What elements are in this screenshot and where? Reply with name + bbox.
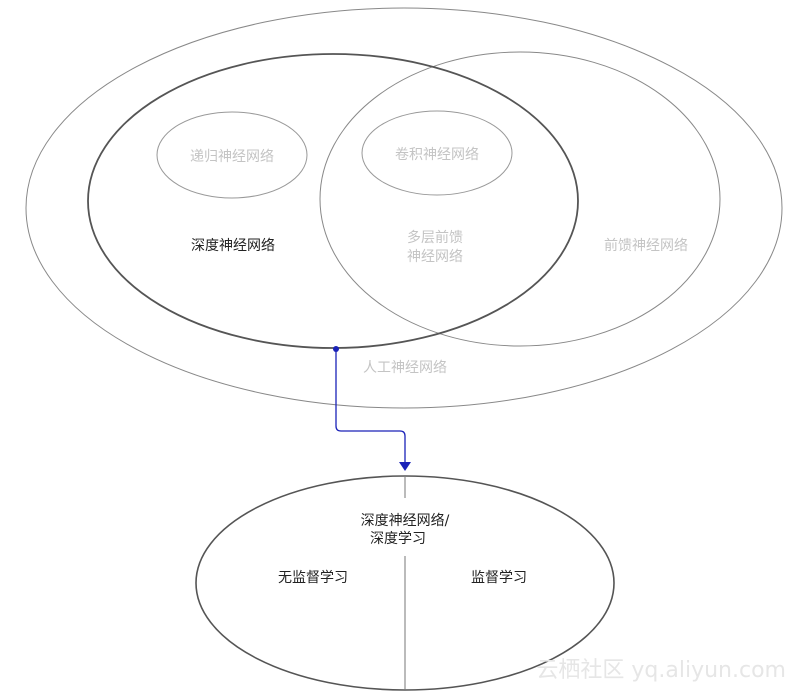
- ffnn-ellipse: [319, 51, 721, 347]
- rnn-ellipse: [156, 111, 308, 199]
- watermark: 云栖社区 yq.aliyun.com: [536, 658, 786, 683]
- deep-learning-label-line1: 深度神经网络/: [361, 513, 450, 529]
- cnn-ellipse: [361, 110, 513, 196]
- ffnn-label: 前馈神经网络: [604, 237, 688, 254]
- rnn-label: 递归神经网络: [190, 148, 274, 165]
- ann-ellipse: [25, 7, 783, 409]
- mlp-label-line1: 多层前馈: [407, 229, 463, 246]
- ann-label: 人工神经网络: [363, 360, 447, 376]
- supervised-label: 监督学习: [471, 570, 527, 586]
- connector-arrow: [333, 346, 411, 471]
- dnn-ellipse: [87, 53, 579, 349]
- deep-learning-label-line2: 深度学习: [370, 531, 426, 547]
- dnn-label: 深度神经网络: [191, 238, 275, 254]
- cnn-label: 卷积神经网络: [395, 147, 479, 163]
- unsupervised-label: 无监督学习: [278, 570, 348, 586]
- mlp-label-line2: 神经网络: [407, 249, 463, 265]
